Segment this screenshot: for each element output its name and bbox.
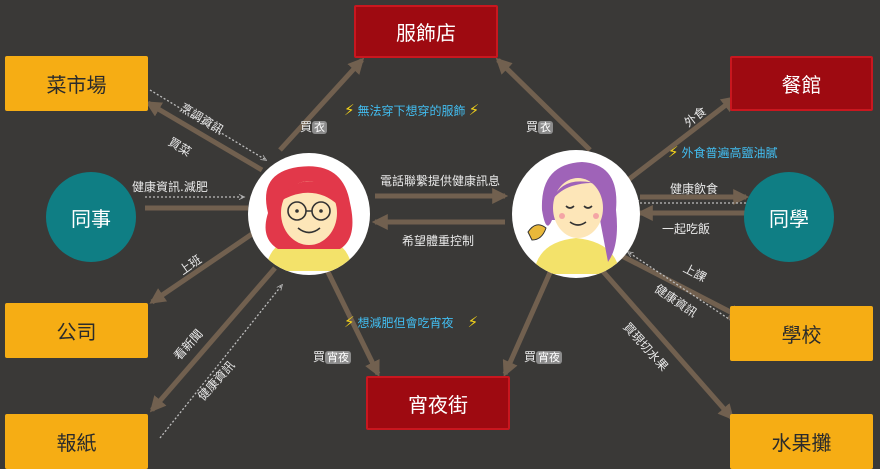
left-woman-avatar — [248, 153, 370, 275]
classmate-node: 同學 — [744, 172, 834, 262]
arrow-to-company — [149, 229, 257, 305]
lightning-bolt-icon: ⚡ — [344, 101, 355, 119]
fashion-store-label: 服飾店 — [396, 21, 456, 45]
newspaper-node: 報紙 — [5, 414, 148, 469]
purple-haired-woman-icon — [527, 162, 620, 274]
arrow-left-to-night-market — [323, 266, 381, 377]
fruit-stand-label: 水果攤 — [771, 431, 832, 455]
label-cant-wear-clothes: ⚡無法穿下想穿的服飾⚡ — [344, 101, 480, 119]
fruit-stand-node: 水果攤 — [730, 414, 873, 469]
label-phone-health-info: 電話聯繫提供健康訊息 — [380, 174, 501, 188]
label-health-info-diet: 健康資訊.減肥 — [132, 180, 208, 194]
label-eat-together: 一起吃飯 — [662, 222, 711, 236]
restaurant-label: 餐館 — [781, 73, 822, 97]
vegetable-market-node: 菜市場 — [5, 56, 148, 111]
arrow-market-from-left — [145, 100, 264, 173]
label-buy-snack-left: 買宵夜 — [313, 350, 352, 364]
fashion-store-node: 服飾店 — [354, 5, 498, 58]
arrow-to-fashion-store-left — [278, 57, 365, 152]
dashed-news-health — [159, 285, 282, 439]
pill-clothes-right: 衣 — [538, 121, 554, 134]
label-buy-clothes-right: 買衣 — [526, 120, 554, 134]
company-node: 公司 — [5, 303, 148, 358]
lightning-bolt-icon: ⚡ — [468, 101, 480, 119]
school-label: 學校 — [781, 323, 822, 347]
pill-snack-left: 宵夜 — [325, 351, 352, 364]
newspaper-label: 報紙 — [56, 431, 97, 455]
arrow-right-to-night-market — [502, 266, 555, 377]
label-hope-weight-control: 希望體重控制 — [402, 234, 475, 248]
pill-clothes-left: 衣 — [312, 121, 328, 134]
lightning-bolt-icon: ⚡ — [467, 313, 479, 331]
classmate-label: 同學 — [769, 206, 809, 231]
night-market-node: 宵夜街 — [366, 376, 510, 430]
arrow-right-woman-to-fashion-store — [495, 57, 592, 152]
lightning-bolt-icon: ⚡ — [344, 313, 355, 331]
right-woman-avatar — [512, 150, 640, 278]
colleague-node: 同事 — [46, 172, 136, 262]
pill-snack-right: 宵夜 — [536, 351, 563, 364]
red-haired-woman-icon — [265, 166, 353, 271]
label-eat-out-greasy: ⚡外食普遍高鹽油膩 — [668, 143, 778, 161]
label-want-lose-weight: ⚡想減肥但會吃宵夜⚡ — [344, 313, 479, 331]
label-buy-clothes-left: 買衣 — [300, 120, 328, 134]
label-buy-snack-right: 買宵夜 — [524, 350, 563, 364]
restaurant-node: 餐館 — [730, 56, 873, 111]
company-label: 公司 — [56, 320, 97, 344]
school-node: 學校 — [730, 306, 873, 361]
arrow-to-restaurant — [626, 96, 738, 182]
lightning-bolt-icon: ⚡ — [668, 143, 679, 161]
night-market-label: 宵夜街 — [408, 392, 468, 417]
dashed-cooking-info — [149, 89, 266, 160]
arrow-to-newspaper — [149, 266, 277, 413]
arrow-to-fruit-stand — [598, 266, 735, 421]
label-healthy-diet: 健康飲食 — [670, 182, 719, 196]
colleague-label: 同事 — [71, 206, 111, 231]
vegetable-market-label: 菜市場 — [46, 73, 107, 97]
